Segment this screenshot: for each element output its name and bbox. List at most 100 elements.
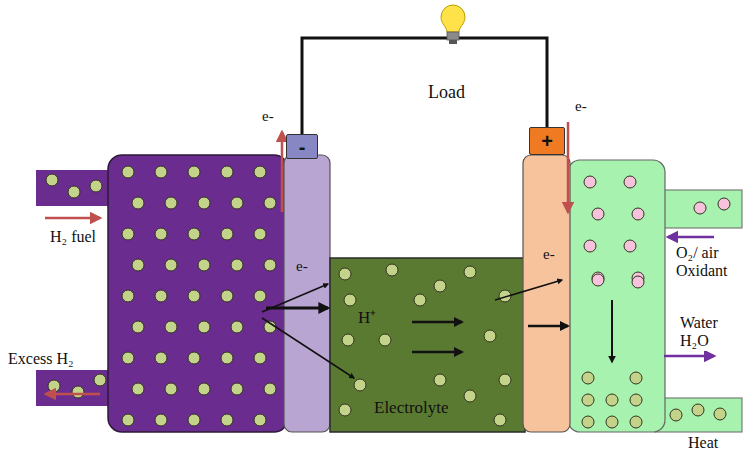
molecule-dot (624, 240, 636, 252)
electron-label: e- (575, 98, 587, 115)
region-label: Electrolyte (372, 398, 451, 418)
molecule-dot (264, 259, 276, 271)
molecule-dot (198, 197, 210, 209)
anode-chamber (108, 155, 288, 432)
molecule-dot (198, 383, 210, 395)
molecule-dot (254, 290, 266, 302)
molecule-dots (46, 166, 730, 428)
molecule-dot (188, 290, 200, 302)
positive-terminal: + (529, 127, 565, 155)
molecule-dot (155, 414, 167, 426)
molecule-dot (231, 383, 243, 395)
flow-arrow (412, 351, 462, 354)
molecule-dot (584, 176, 596, 188)
molecule-dot (188, 352, 200, 364)
molecule-dot (231, 259, 243, 271)
molecule-dot (221, 290, 233, 302)
inlet-label: H₂ fuel (50, 228, 96, 246)
molecule-dot (434, 374, 446, 386)
molecule-dot (592, 208, 604, 220)
bulb-base (447, 32, 459, 40)
negative-terminal: - (286, 134, 318, 159)
molecule-dot (198, 321, 210, 333)
molecule-dot (606, 394, 618, 406)
water-outlet-pipe (655, 398, 742, 432)
molecule-dot (122, 290, 134, 302)
molecule-dot (165, 383, 177, 395)
molecule-dot (254, 166, 266, 178)
molecule-dot (165, 259, 177, 271)
molecule-dot (254, 352, 266, 364)
molecule-dot (165, 321, 177, 333)
water-label: Water H₂O (680, 314, 738, 351)
molecule-dot (484, 330, 496, 342)
molecule-dot (606, 416, 618, 428)
electron-label: e- (262, 108, 274, 125)
molecule-dot (264, 197, 276, 209)
molecule-dot (632, 208, 644, 220)
terminal-sign: - (299, 137, 306, 157)
molecule-dot (339, 268, 351, 280)
oxidant-label: O₂/ air Oxidant (676, 244, 748, 281)
heat-label: Heat (688, 434, 718, 452)
molecule-dot (221, 228, 233, 240)
light-bulb (433, 0, 473, 50)
fuel-in-arrow (45, 217, 100, 220)
load-label: Load (428, 82, 465, 103)
molecule-dot (198, 259, 210, 271)
molecule-dot (155, 228, 167, 240)
molecule-dot (624, 176, 636, 188)
ion-label: H⁺ (356, 308, 378, 328)
molecule-dot (714, 408, 726, 420)
electron-up-arrow (281, 132, 284, 212)
molecule-dot (254, 414, 266, 426)
flow-arrow (262, 318, 354, 378)
flow-arrow (528, 325, 568, 328)
flow-arrow (412, 321, 462, 324)
electron-label: e- (296, 258, 308, 275)
flow-arrow (611, 300, 613, 362)
molecule-dot (339, 404, 351, 416)
molecule-dot (221, 352, 233, 364)
bulb-glass (441, 5, 465, 32)
molecule-dot (221, 414, 233, 426)
molecule-dot (122, 414, 134, 426)
molecule-dot (188, 414, 200, 426)
molecule-dot (494, 414, 506, 426)
molecule-dot (221, 166, 233, 178)
molecule-dot (718, 198, 730, 210)
electron-down-arrow (567, 122, 570, 212)
molecule-dot (630, 416, 642, 428)
molecule-dot (122, 352, 134, 364)
molecule-dot (630, 394, 642, 406)
oxidant-in-arrow (668, 236, 714, 239)
molecule-dot (132, 259, 144, 271)
outlet-label: Excess H₂ (8, 350, 74, 368)
molecule-dot (231, 321, 243, 333)
molecule-dot (155, 166, 167, 178)
molecule-dot (188, 228, 200, 240)
molecule-dot (342, 334, 354, 346)
molecule-dot (155, 290, 167, 302)
molecule-dot (48, 380, 60, 392)
molecule-dot (264, 383, 276, 395)
bulb-contact (449, 40, 457, 44)
molecule-dot (132, 321, 144, 333)
molecule-dot (632, 276, 644, 288)
molecule-dot (670, 409, 682, 421)
molecule-dot (354, 379, 366, 391)
molecule-dot (68, 186, 80, 198)
cathode-chamber (568, 160, 665, 432)
molecule-dot (582, 372, 594, 384)
molecule-dot (188, 166, 200, 178)
molecule-dot (122, 166, 134, 178)
molecule-dot (155, 352, 167, 364)
circuit-wire (302, 38, 547, 134)
molecule-dot (122, 228, 134, 240)
oxidant-inlet-pipe (655, 190, 742, 228)
water-out-arrow (664, 355, 714, 358)
molecule-dot (132, 383, 144, 395)
molecule-dot (499, 374, 511, 386)
